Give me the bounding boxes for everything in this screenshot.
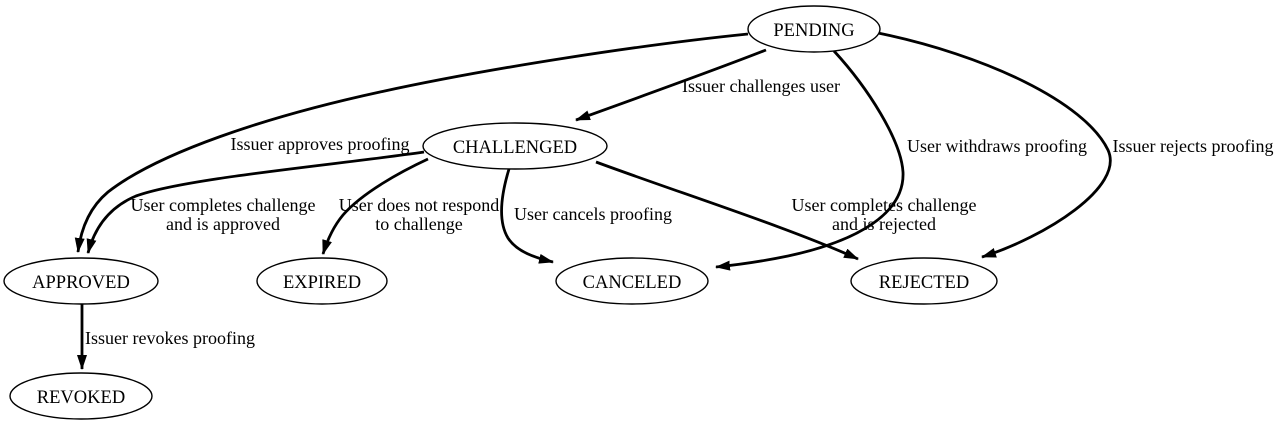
- edge-label-user-cancels-proofing: User cancels proofing: [514, 204, 672, 224]
- edge-label-issuer-revokes-proofing: Issuer revokes proofing: [85, 328, 255, 348]
- edges-layer: [74, 31, 1112, 370]
- edge-label-completes-challenge-approved-line2: and is approved: [166, 214, 280, 234]
- edge-label-issuer-approves-proofing: Issuer approves proofing: [231, 134, 410, 154]
- node-label-revoked: REVOKED: [37, 388, 125, 408]
- edge-label-completes-challenge-rejected-line2: and is rejected: [832, 214, 936, 234]
- edge-label-completes-challenge-rejected-line1: User completes challenge: [792, 195, 977, 215]
- node-revoked: REVOKED: [9, 372, 153, 420]
- node-challenged: CHALLENGED: [422, 122, 608, 170]
- node-approved: APPROVED: [3, 257, 159, 305]
- edge-label-issuer-challenges-user: Issuer challenges user: [682, 76, 840, 96]
- node-label-expired: EXPIRED: [283, 273, 361, 293]
- edge-pending-rejected: [877, 31, 1112, 259]
- edge-label-completes-challenge-approved-line1: User completes challenge: [131, 195, 316, 215]
- edge-pending-canceled: [715, 50, 905, 271]
- node-pending: PENDING: [747, 5, 881, 53]
- edge-challenged-canceled: [500, 168, 554, 264]
- edge-challenged-rejected: [595, 160, 859, 261]
- edge-pending-challenged: [575, 48, 767, 122]
- node-label-rejected: REJECTED: [879, 273, 969, 293]
- nodes-layer: PENDING CHALLENGED APPROVED EXPIRED CANC…: [3, 5, 998, 420]
- edge-challenged-expired: [321, 157, 429, 255]
- edge-label-issuer-rejects-proofing: Issuer rejects proofing: [1113, 136, 1274, 156]
- edge-label-does-not-respond-line1: User does not respond: [339, 195, 499, 215]
- node-label-challenged: CHALLENGED: [453, 138, 577, 158]
- edge-labels-layer: Issuer challenges user Issuer approves p…: [85, 76, 1273, 348]
- node-expired: EXPIRED: [256, 257, 388, 305]
- node-label-approved: APPROVED: [32, 273, 130, 293]
- node-rejected: REJECTED: [850, 257, 998, 305]
- edge-challenged-approved: [86, 150, 425, 254]
- node-canceled: CANCELED: [555, 257, 709, 305]
- edge-label-does-not-respond-line2: to challenge: [375, 214, 462, 234]
- edge-pending-approved: [74, 32, 749, 253]
- node-label-canceled: CANCELED: [583, 273, 682, 293]
- node-label-pending: PENDING: [773, 21, 854, 41]
- edge-label-user-withdraws-proofing: User withdraws proofing: [907, 136, 1087, 156]
